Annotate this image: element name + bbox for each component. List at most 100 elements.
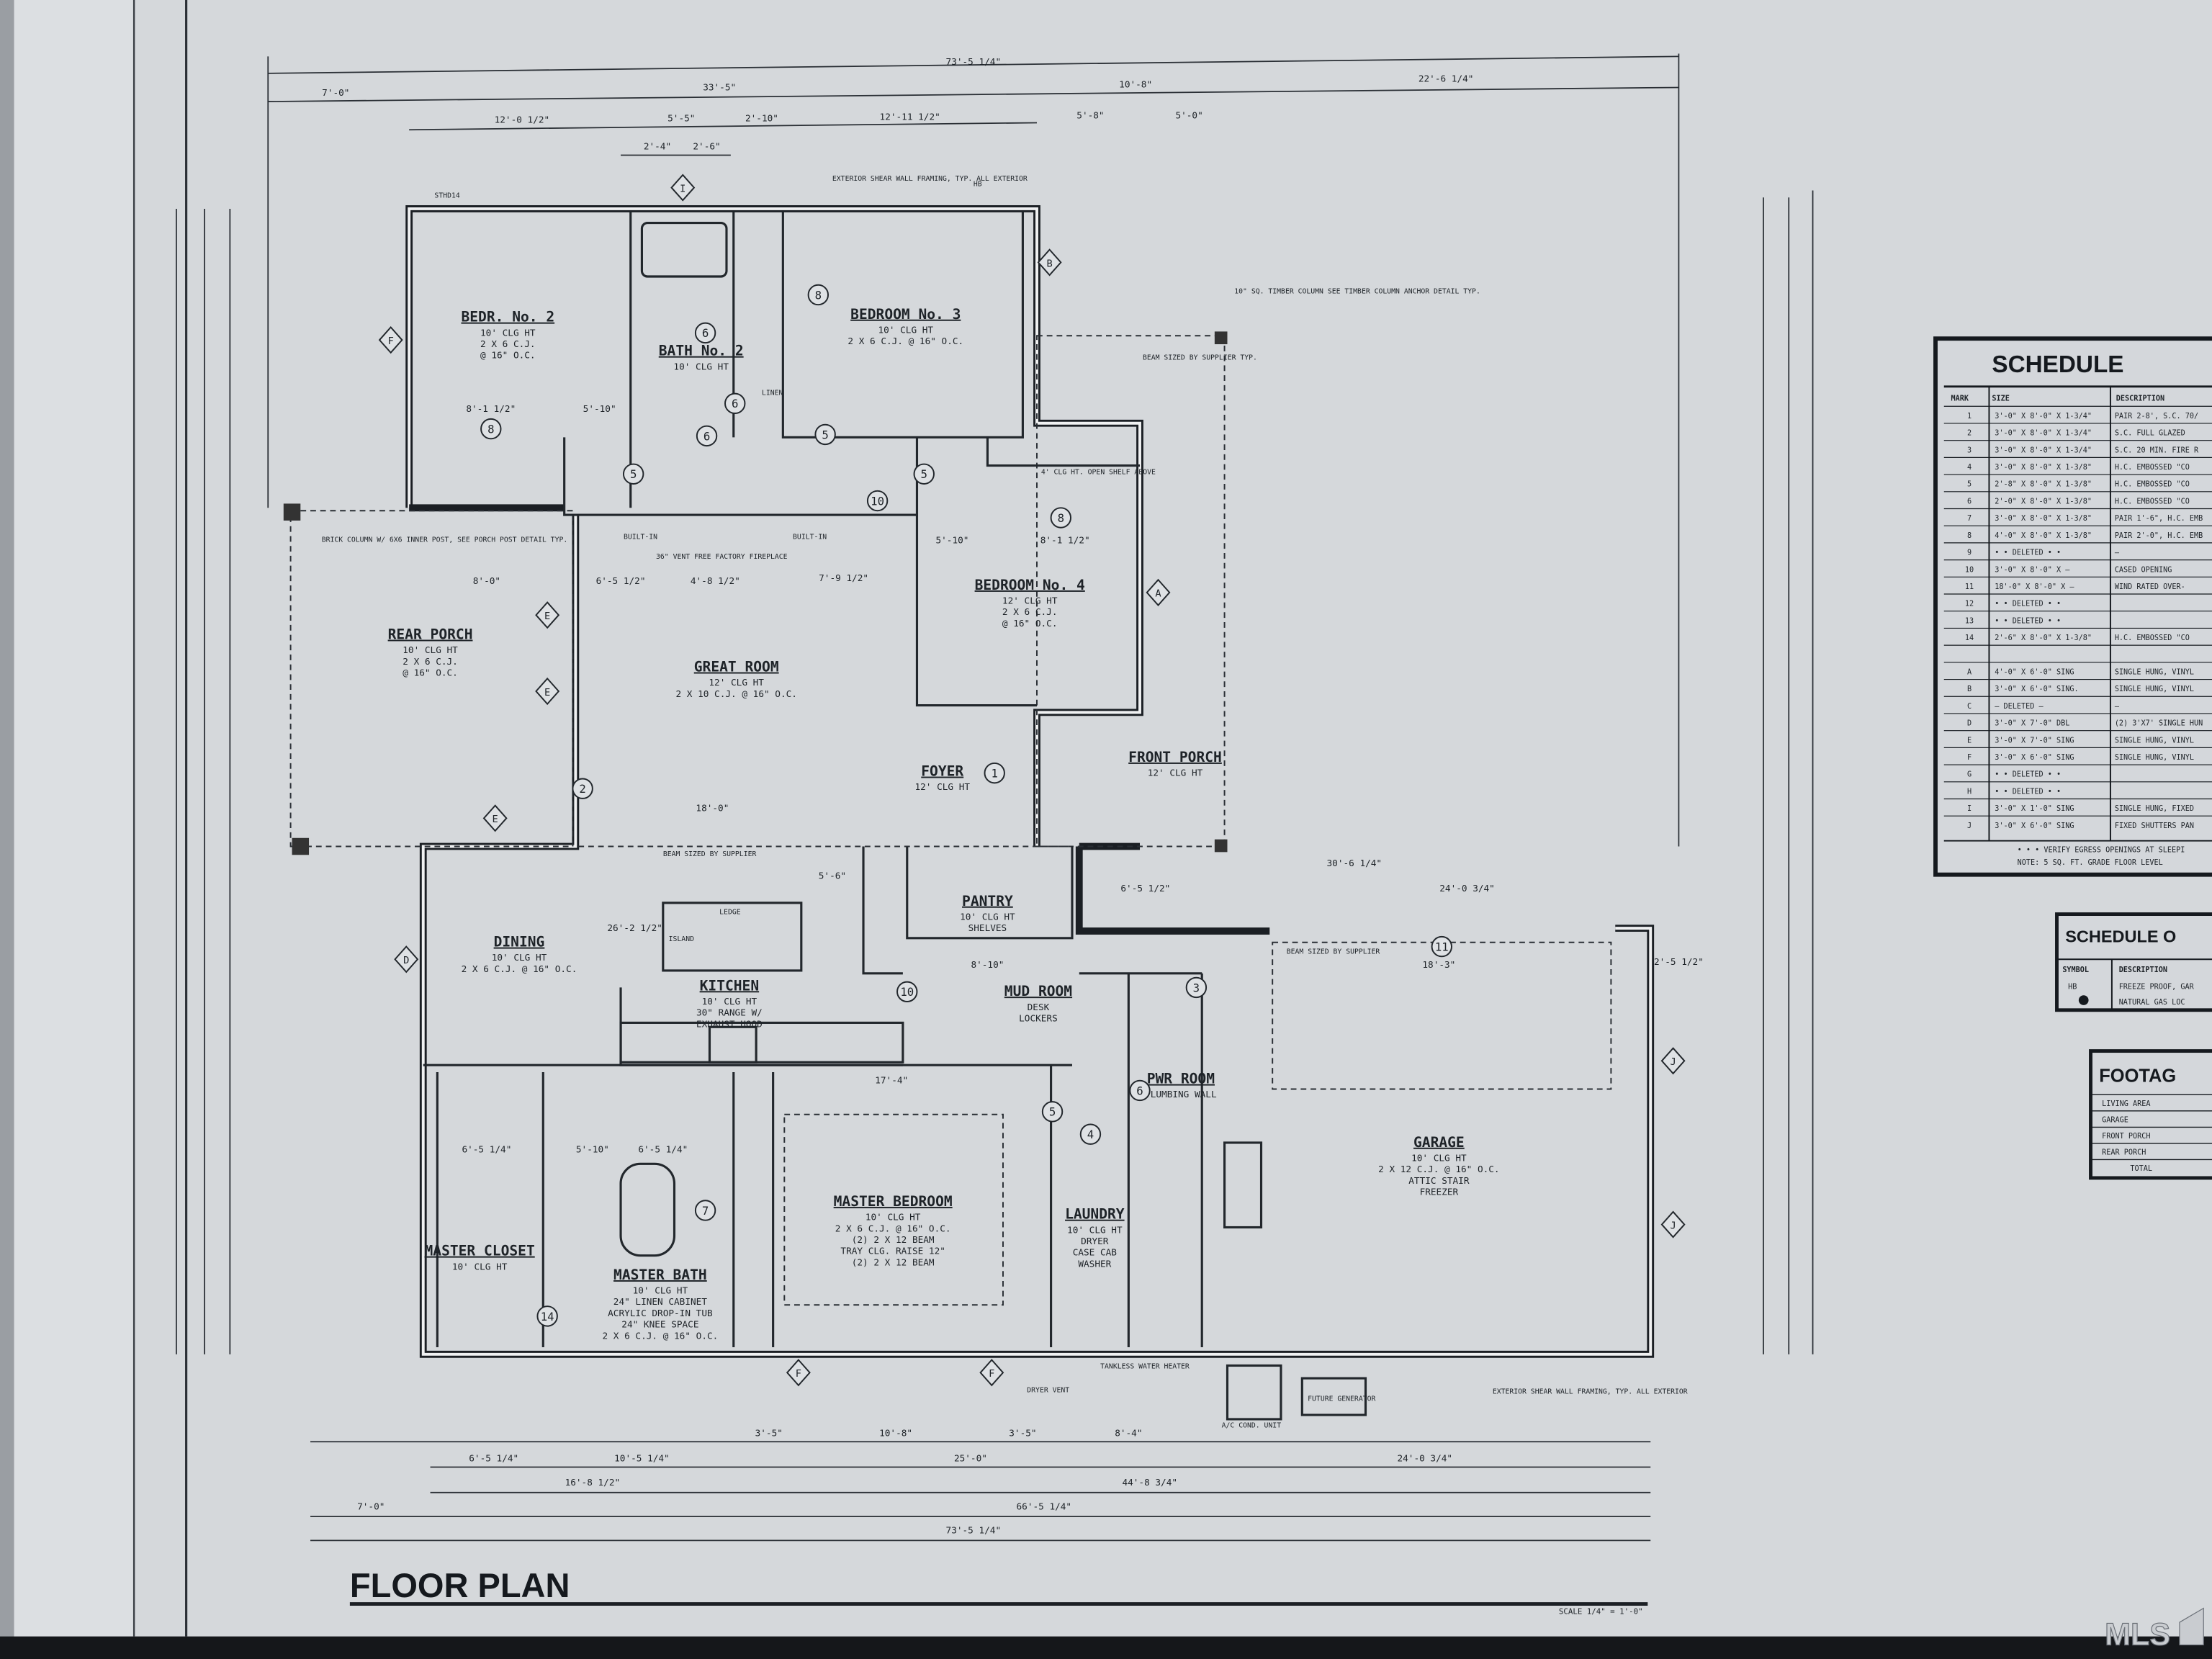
schedule-row: 12 • • DELETED • • bbox=[1943, 593, 2212, 608]
door-mark-number: 14 bbox=[541, 1310, 554, 1323]
window-mark-letter: F bbox=[388, 336, 394, 347]
plan-note: A/C COND. UNIT bbox=[1222, 1422, 1282, 1430]
dimension-bottom: 3'-5" bbox=[755, 1428, 783, 1439]
schedule-description: — bbox=[2115, 549, 2120, 557]
schedule-row: 9• • DELETED • •— bbox=[1943, 542, 2212, 557]
window-mark: A bbox=[1146, 578, 1171, 606]
dimension-interior: 6'-5 1/4" bbox=[462, 1145, 511, 1156]
schedule-description: PAIR 2-8', S.C. 70/ bbox=[2115, 413, 2198, 421]
schedule-description: CASED OPENING bbox=[2115, 566, 2172, 574]
svg-text:MLS: MLS bbox=[2105, 1617, 2170, 1652]
dimension-top: 2'-4" bbox=[644, 142, 671, 153]
window-mark: B bbox=[1037, 248, 1062, 276]
door-mark-number: 5 bbox=[630, 467, 637, 481]
schedule-frame bbox=[1933, 336, 2212, 877]
schedule-mark: 12 bbox=[1965, 601, 1974, 608]
room-labels: BEDR. No. 210' CLG HT2 X 6 C.J.@ 16" O.C… bbox=[388, 306, 1500, 1341]
schedule-mark: 1 bbox=[1967, 413, 1972, 421]
room-note: 10' CLG HT bbox=[702, 997, 757, 1007]
window-mark-letter: B bbox=[1047, 258, 1053, 269]
window-mark-letter: J bbox=[1670, 1056, 1676, 1068]
schedule-mark: G bbox=[1967, 771, 1972, 779]
door-mark: 6 bbox=[724, 392, 746, 415]
door-mark-number: 8 bbox=[487, 422, 494, 436]
room-note: TRAY CLG. RAISE 12" bbox=[840, 1246, 945, 1257]
dimension-bottom: 8'-4" bbox=[1115, 1428, 1142, 1439]
schedule-description: SINGLE HUNG, VINYL bbox=[2115, 737, 2194, 745]
room-note: 10' CLG HT bbox=[492, 953, 547, 963]
dimension-interior: 30'-6 1/4" bbox=[1327, 858, 1382, 869]
schedule-row: 13• • DELETED • • bbox=[1943, 611, 2212, 625]
window-mark-diamond bbox=[378, 326, 403, 354]
door-mark-circle bbox=[572, 778, 593, 799]
room-note: (2) 2 X 12 BEAM bbox=[852, 1235, 935, 1246]
schedule-size: 2'-0" X 8'-0" X 1-3/8" bbox=[1995, 498, 2092, 505]
window-mark-diamond bbox=[482, 804, 508, 832]
door-mark-circle bbox=[694, 1200, 716, 1221]
schedule-size: • • DELETED • • bbox=[1995, 601, 2061, 608]
door-mark: 7 bbox=[694, 1200, 716, 1221]
door-mark-number: 8 bbox=[815, 288, 822, 302]
schedule-size: 3'-0" X 7'-0" SING bbox=[1995, 737, 2074, 745]
dimension-interior: 26'-2 1/2" bbox=[607, 923, 662, 934]
footage-row-label: TOTAL bbox=[2130, 1165, 2152, 1173]
plan-note: 36" VENT FREE FACTORY FIREPLACE bbox=[656, 553, 788, 561]
dimension-bottom: 44'-8 3/4" bbox=[1122, 1478, 1177, 1488]
symbol-description: FREEZE PROOF, GAR bbox=[2119, 983, 2195, 991]
schedule-mark: 13 bbox=[1965, 617, 1974, 625]
dimension-bottom: 3'-5" bbox=[1009, 1428, 1036, 1439]
schedule-mark: 5 bbox=[1967, 481, 1972, 489]
room-note: EXHAUST HOOD bbox=[696, 1019, 763, 1030]
room-note: 10' CLG HT bbox=[403, 645, 458, 656]
schedule-title: SCHEDULE bbox=[1992, 351, 2123, 378]
dimension-interior: 6'-5 1/2" bbox=[596, 576, 646, 587]
dimension-top: 2'-10" bbox=[745, 113, 778, 124]
porch-column bbox=[1214, 331, 1228, 345]
tray-ceiling-outline bbox=[783, 1113, 1004, 1306]
room-note: 10' CLG HT bbox=[480, 328, 536, 338]
schedule-mark: 3 bbox=[1967, 446, 1972, 454]
dimension-bottom: 66'-5 1/4" bbox=[1017, 1501, 1072, 1512]
window-mark: F bbox=[378, 326, 403, 354]
room-note: 10' CLG HT bbox=[960, 912, 1015, 922]
hose-bib-symbol: HB bbox=[2068, 983, 2077, 991]
door-mark-circle bbox=[1041, 1101, 1064, 1123]
schedule-row: C— DELETED —— bbox=[1943, 696, 2212, 711]
door-mark-number: 10 bbox=[871, 494, 884, 508]
door-mark-number: 3 bbox=[1193, 981, 1200, 994]
door-mark-number: 8 bbox=[1058, 511, 1064, 525]
dimension-top: 12'-11 1/2" bbox=[880, 112, 940, 123]
room-note: 10' CLG HT bbox=[673, 361, 729, 372]
window-mark-letter: F bbox=[989, 1368, 994, 1380]
room-note: 2 X 10 C.J. @ 16" O.C. bbox=[675, 689, 796, 700]
footage-row-label: GARAGE bbox=[2102, 1117, 2128, 1125]
window-mark-letter: I bbox=[680, 183, 685, 194]
front-porch-outline bbox=[1036, 335, 1226, 848]
plan-note: DRYER VENT bbox=[1027, 1387, 1069, 1395]
schedule-size: 3'-0" X 8'-0" X 1-3/8" bbox=[1995, 464, 2092, 472]
door-mark-circle bbox=[1129, 1079, 1151, 1102]
schedule-mark: E bbox=[1967, 737, 1972, 745]
footage-title: FOOTAG bbox=[2099, 1066, 2176, 1087]
room-name: MASTER BEDROOM bbox=[834, 1193, 953, 1210]
room-note: 10' CLG HT bbox=[1411, 1153, 1467, 1164]
attic-stair bbox=[1223, 1141, 1263, 1229]
door-mark: 14 bbox=[536, 1305, 558, 1327]
door-mark-number: 7 bbox=[702, 1204, 709, 1218]
plan-note: BEAM SIZED BY SUPPLIER bbox=[1287, 948, 1380, 956]
generator-box bbox=[1300, 1377, 1367, 1416]
schedule-description: S.C. 20 MIN. FIRE R bbox=[2115, 446, 2199, 454]
schedule-header: MARK bbox=[1951, 395, 1969, 403]
door-mark-number: 2 bbox=[579, 782, 585, 796]
window-mark: F bbox=[786, 1359, 811, 1387]
